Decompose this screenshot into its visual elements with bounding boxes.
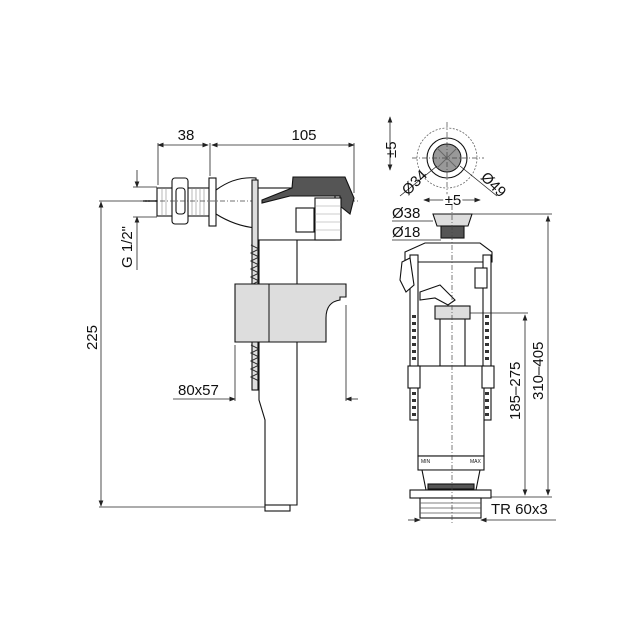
- dim-label-d34: Ø34: [399, 167, 431, 199]
- adjust-gear: [314, 197, 342, 241]
- dim-label-105: 105: [291, 127, 316, 144]
- valve-cylinder: [417, 365, 485, 457]
- dim-label-38: 38: [178, 127, 195, 144]
- dim-label-d18: Ø18: [392, 224, 420, 241]
- overflow-cap: [434, 305, 471, 320]
- dim-label-d49: Ø49: [477, 169, 509, 201]
- button-stem: [440, 225, 465, 239]
- dim-label-overflow-height: 185–275: [507, 362, 524, 420]
- dim-label-offset-vertical: ±5: [383, 141, 400, 158]
- dim-label-225: 225: [84, 325, 101, 350]
- button-top-view: [412, 122, 484, 196]
- inlet-flange: [208, 177, 217, 227]
- valve-tube: [258, 239, 298, 506]
- scale-max-label: MAX: [470, 459, 482, 465]
- dim-label-offset-horizontal: ±5: [445, 192, 462, 209]
- float: [234, 283, 347, 343]
- dim-label-thread: G 1/2": [119, 226, 136, 268]
- dim-label-d38: Ø38: [392, 205, 420, 222]
- flush-valve: ±5 Ø34 Ø49 ±5 Ø38 Ø18: [383, 116, 556, 525]
- flush-button: [432, 213, 473, 227]
- base-seal: [409, 489, 492, 499]
- dim-label-base-thread: TR 60x3: [491, 501, 548, 518]
- fill-valve: 38 105 G 1/2" 225: [84, 127, 360, 512]
- lever: [399, 257, 415, 293]
- scale-min-label: MIN: [421, 459, 431, 465]
- valve-cap: [261, 176, 355, 215]
- dim-label-float: 80x57: [178, 382, 219, 399]
- dim-label-total-height: 310–405: [530, 342, 547, 400]
- overflow-tube: [439, 317, 466, 367]
